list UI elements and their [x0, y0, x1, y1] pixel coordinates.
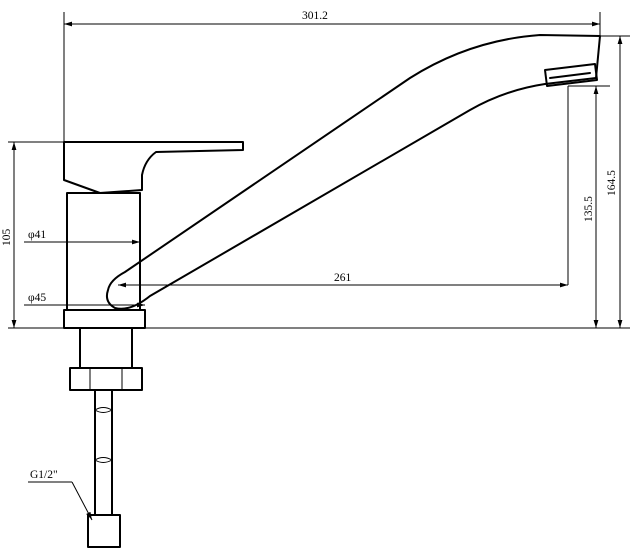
- dim-base-diameter: φ45: [28, 292, 46, 304]
- dimension-lines: [8, 12, 630, 521]
- dim-spout-height: 135.5: [583, 196, 595, 222]
- mounting-shank: [79, 327, 133, 369]
- base-flange: [63, 309, 146, 329]
- hose-fitting: [87, 514, 121, 548]
- supply-hose: [94, 389, 113, 516]
- faucet-outline: [63, 34, 601, 548]
- dim-hose-thread: G1/2": [30, 469, 58, 481]
- spout: [105, 34, 601, 310]
- dim-overall-height: 164.5: [606, 170, 618, 196]
- mounting-nut: [69, 367, 143, 391]
- dim-spout-reach: 261: [334, 272, 352, 284]
- dim-overall-length: 301.2: [302, 10, 328, 22]
- aerator: [544, 63, 598, 87]
- faucet-body: [66, 192, 141, 311]
- dim-body-diameter: φ41: [28, 229, 46, 241]
- handle-lever: [63, 141, 244, 194]
- dim-body-height: 105: [1, 229, 13, 247]
